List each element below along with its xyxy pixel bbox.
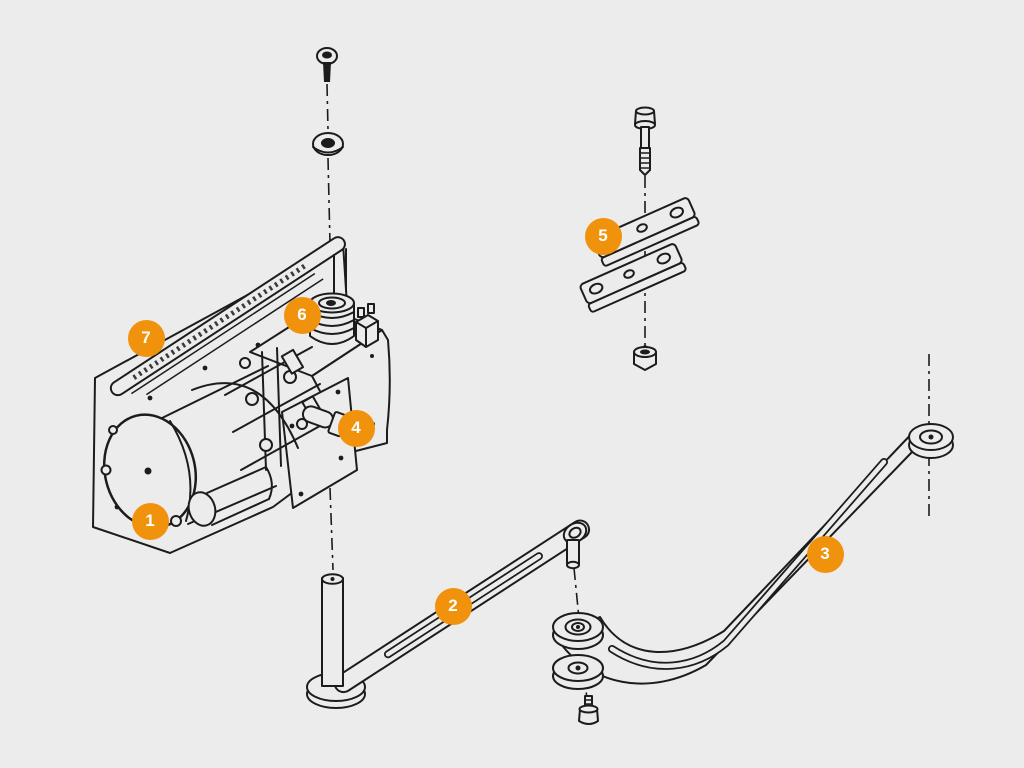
part-callout-5[interactable]: 5 — [584, 217, 622, 255]
part-callout-1[interactable]: 1 — [131, 502, 169, 540]
part-callout-7[interactable]: 7 — [127, 319, 165, 357]
mounting-bracket-drawing — [579, 106, 700, 371]
part-callout-4[interactable]: 4 — [337, 409, 375, 447]
top-washer-drawing — [312, 132, 344, 156]
manifold-detail — [224, 346, 328, 471]
terminal-block-drawing — [355, 303, 379, 348]
part-callout-3[interactable]: 3 — [806, 535, 844, 573]
part-callout-6[interactable]: 6 — [283, 296, 321, 334]
arm-washer-drawing — [552, 654, 604, 690]
curved-arm-drawing — [552, 423, 954, 725]
top-screw-drawing — [316, 47, 338, 82]
part-callout-2[interactable]: 2 — [434, 587, 472, 625]
centerlines — [326, 83, 930, 701]
arm-bolt-drawing — [578, 695, 599, 725]
motor-drawing — [100, 365, 299, 529]
rail-support-bracket — [333, 248, 347, 298]
